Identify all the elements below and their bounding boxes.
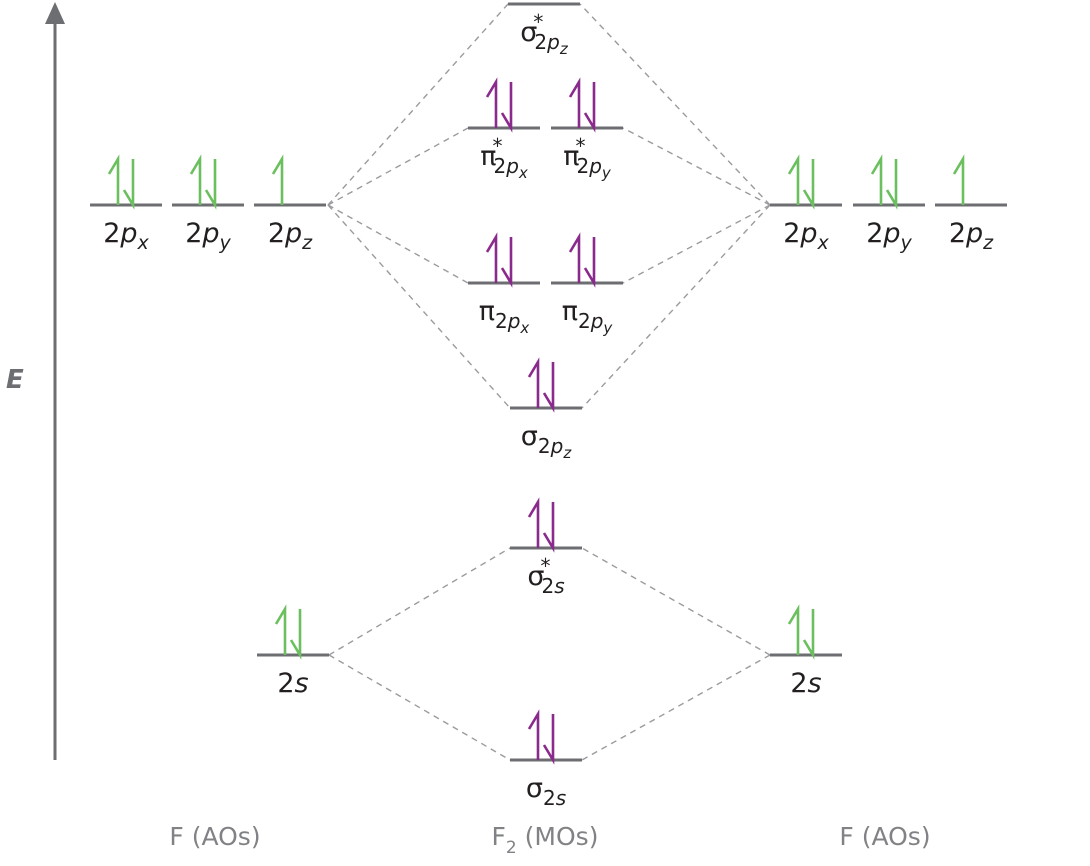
spin-up-arrow-icon <box>485 77 498 128</box>
correlation-line <box>581 204 771 409</box>
level-label: π*2px <box>480 134 528 182</box>
level-left-2py: 2py <box>172 154 244 254</box>
spin-down-arrow-icon <box>542 714 555 765</box>
spin-up-arrow-icon <box>274 604 287 655</box>
level-label: π2px <box>479 296 530 337</box>
spin-down-arrow-icon <box>802 609 815 660</box>
spin-up-arrow-icon <box>952 154 965 205</box>
spin-down-arrow-icon <box>500 82 513 133</box>
correlation-line <box>581 547 771 656</box>
spin-down-arrow-icon <box>885 159 898 210</box>
spin-up-arrow-icon <box>485 232 498 283</box>
level-sigma-2s: σ2s <box>510 709 582 810</box>
level-pi-star-2py: π*2py <box>551 77 623 182</box>
spin-up-arrow-icon <box>568 232 581 283</box>
level-label: 2py <box>185 218 231 254</box>
spin-up-arrow-icon <box>870 154 883 205</box>
spin-up-arrow-icon <box>527 357 540 408</box>
level-left-2px: 2px <box>90 154 162 254</box>
axis-arrowhead-icon <box>45 2 65 24</box>
correlation-line <box>327 204 469 284</box>
spin-down-arrow-icon <box>583 82 596 133</box>
correlation-line <box>581 654 771 761</box>
level-pi-2py: π2py <box>551 232 623 337</box>
correlation-line <box>327 127 469 206</box>
column-label-left: F (AOs) <box>169 822 260 851</box>
column-label-right: F (AOs) <box>839 822 930 851</box>
level-label: 2px <box>783 218 829 254</box>
level-pi-star-2px: π*2px <box>468 77 540 182</box>
correlation-line <box>328 654 511 761</box>
spin-down-arrow-icon <box>500 237 513 288</box>
spin-up-arrow-icon <box>189 154 202 205</box>
energy-axis-label: E <box>6 365 24 395</box>
level-right-2py: 2py <box>853 154 925 254</box>
level-pi-2px: π2px <box>468 232 540 337</box>
level-left-2s: 2s <box>257 604 329 699</box>
spin-up-arrow-icon <box>527 709 540 760</box>
level-label: π*2py <box>563 134 612 182</box>
level-right-2px: 2px <box>770 154 842 254</box>
correlation-line <box>327 3 509 206</box>
level-label: 2pz <box>949 218 994 254</box>
energy-levels: 2px 2py 2pz 2px 2py 2pz 2s 2s σ*2pz π*2px π*2py π2p… <box>90 2 1007 810</box>
level-label: 2pz <box>268 218 313 254</box>
level-label: π2py <box>562 296 614 337</box>
spin-down-arrow-icon <box>542 502 555 553</box>
correlation-line <box>327 204 511 409</box>
spin-down-arrow-icon <box>204 159 217 210</box>
level-sigma-star-2pz: σ*2pz <box>508 2 580 58</box>
spin-down-arrow-icon <box>122 159 135 210</box>
level-label: 2px <box>103 218 149 254</box>
level-sigma-star-2s: σ*2s <box>510 497 582 598</box>
level-right-2pz: 2pz <box>935 154 1007 254</box>
correlation-line <box>579 3 771 206</box>
correlation-line <box>328 547 511 656</box>
level-label: σ2pz <box>521 421 573 462</box>
correlation-line <box>622 204 771 284</box>
spin-up-arrow-icon <box>787 604 800 655</box>
level-left-2pz: 2pz <box>254 154 326 254</box>
correlation-line <box>622 127 771 206</box>
level-label: σ*2pz <box>520 10 569 58</box>
energy-axis: E <box>6 2 65 760</box>
column-label-middle: F2 (MOs) <box>492 822 599 858</box>
correlation-lines <box>327 3 771 761</box>
spin-up-arrow-icon <box>568 77 581 128</box>
spin-down-arrow-icon <box>802 159 815 210</box>
level-label: σ*2s <box>527 554 564 598</box>
spin-up-arrow-icon <box>787 154 800 205</box>
level-sigma-2pz: σ2pz <box>510 357 582 462</box>
level-label: 2s <box>277 668 308 699</box>
spin-down-arrow-icon <box>289 609 302 660</box>
spin-down-arrow-icon <box>583 237 596 288</box>
spin-down-arrow-icon <box>542 362 555 413</box>
spin-up-arrow-icon <box>527 497 540 548</box>
spin-up-arrow-icon <box>107 154 120 205</box>
spin-up-arrow-icon <box>271 154 284 205</box>
level-label: 2s <box>790 668 821 699</box>
level-label: σ2s <box>526 773 566 810</box>
level-label: 2py <box>866 218 912 254</box>
level-right-2s: 2s <box>770 604 842 699</box>
